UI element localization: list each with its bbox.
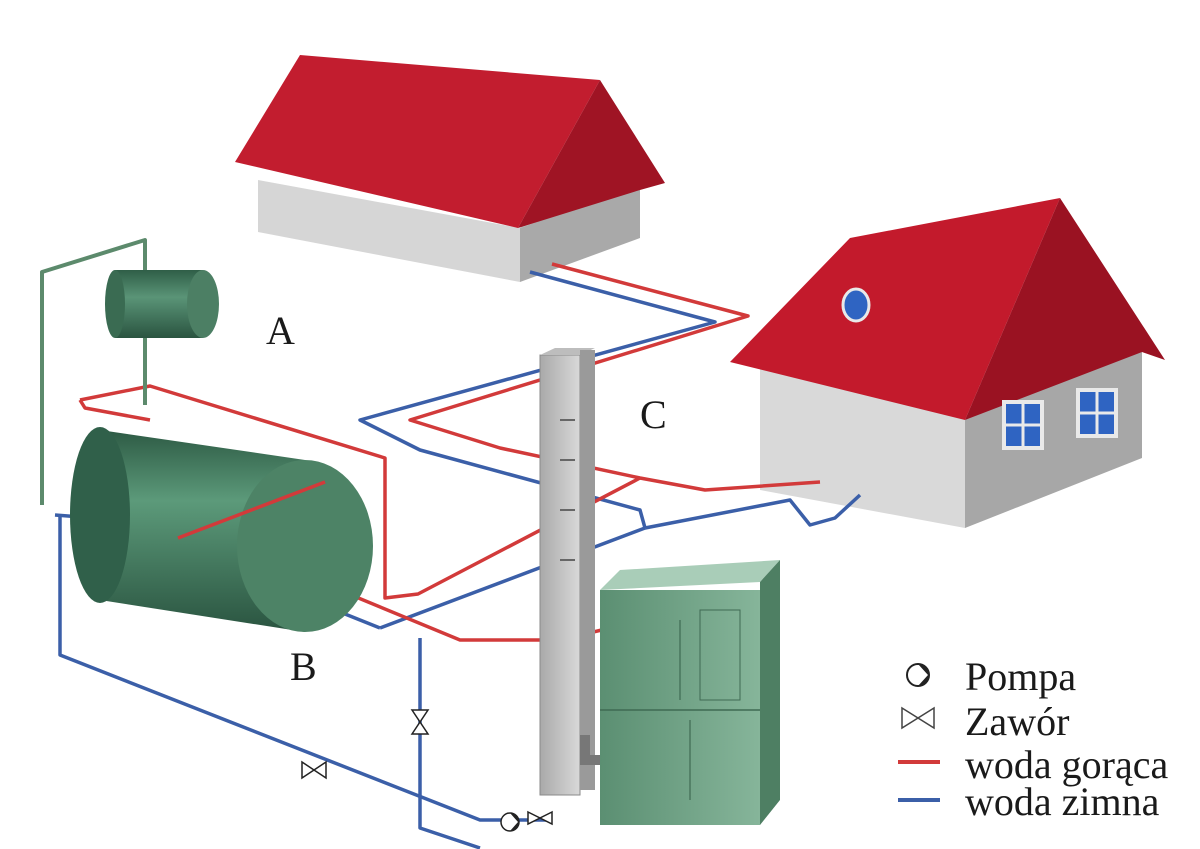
legend-valve-label: Zawór bbox=[965, 699, 1069, 744]
label-b: B bbox=[290, 644, 317, 689]
window-icon bbox=[1076, 388, 1118, 438]
legend-pump-label: Pompa bbox=[965, 654, 1076, 699]
legend: Pompa Zawór woda gorąca woda zimna bbox=[898, 654, 1168, 824]
label-c: C bbox=[640, 392, 667, 437]
round-window-icon bbox=[841, 287, 871, 323]
valve-icon bbox=[410, 709, 430, 735]
legend-pump-icon bbox=[906, 663, 930, 687]
valve-icon bbox=[527, 810, 553, 826]
boiler-icon bbox=[600, 560, 780, 825]
chimney-icon bbox=[539, 348, 620, 796]
legend-valve-icon bbox=[901, 706, 935, 730]
legend-hot-label: woda gorąca bbox=[965, 742, 1168, 787]
valve-icon bbox=[301, 760, 327, 780]
legend-cold-label: woda zimna bbox=[965, 779, 1160, 824]
window-icon bbox=[1002, 400, 1044, 450]
house-right bbox=[730, 198, 1165, 528]
tank-icon bbox=[105, 270, 219, 338]
label-a: A bbox=[266, 308, 295, 353]
large-tank-icon bbox=[70, 427, 373, 632]
pump-icon bbox=[500, 812, 520, 832]
house-top bbox=[235, 55, 665, 282]
